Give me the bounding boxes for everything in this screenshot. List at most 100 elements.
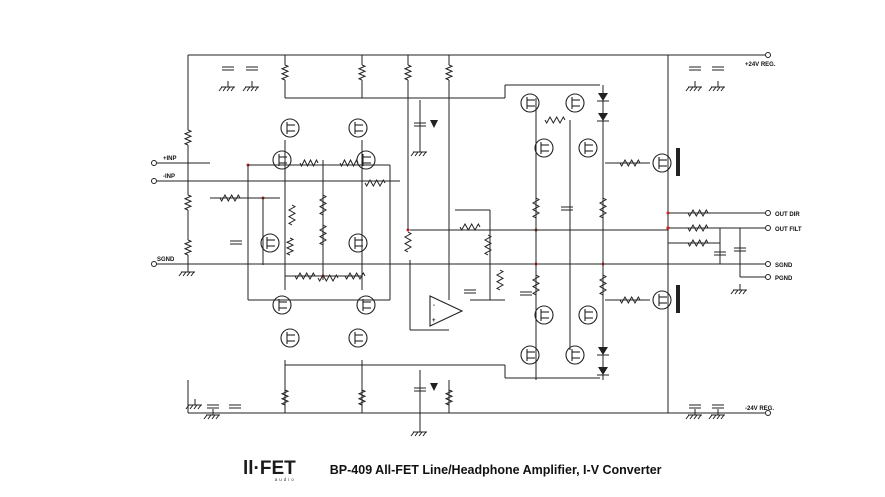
ground-symbol xyxy=(697,414,702,420)
resistor xyxy=(183,129,193,146)
ground-symbol xyxy=(189,404,194,410)
resistor xyxy=(403,231,413,253)
ground-symbol xyxy=(742,289,747,295)
pgnd-label: PGND xyxy=(775,276,793,282)
inp-pos-label: +INP xyxy=(163,156,177,162)
ground-symbol xyxy=(215,414,220,420)
ground-symbol xyxy=(414,431,419,437)
out-dir-terminal[interactable] xyxy=(765,210,771,216)
out-filt-terminal[interactable] xyxy=(765,225,771,231)
heatsink-bottom xyxy=(676,285,680,313)
fet-transistor xyxy=(520,345,540,365)
ground-symbol xyxy=(203,414,208,420)
resistor xyxy=(687,208,709,218)
out-dir-label: OUT DIR xyxy=(775,212,800,218)
fet-transistor xyxy=(356,295,376,315)
inp-neg-terminal[interactable] xyxy=(151,178,157,184)
fet-transistor xyxy=(348,118,368,138)
ground-symbol xyxy=(186,271,191,277)
ground-symbol xyxy=(418,151,423,157)
ground-symbol xyxy=(422,151,427,157)
capacitor-group xyxy=(207,66,746,409)
diagram-title: BP-409 All-FET Line/Headphone Amplifier,… xyxy=(329,463,662,477)
opamp-symbol xyxy=(429,295,464,327)
ground-symbol xyxy=(685,414,690,420)
ground-symbol xyxy=(246,86,251,92)
ground-symbol xyxy=(685,86,690,92)
sgnd-out-terminal[interactable] xyxy=(765,261,771,267)
fet-transistor xyxy=(348,233,368,253)
ground-symbol xyxy=(250,86,255,92)
ground-symbol xyxy=(211,414,216,420)
fet-transistor xyxy=(534,138,554,158)
sgnd-in-terminal[interactable] xyxy=(151,261,157,267)
ground-symbol xyxy=(410,151,415,157)
sgnd-in-label: SGND xyxy=(157,257,175,263)
neg-rail-label: -24V REG. xyxy=(745,406,774,412)
logo-subtext: audio xyxy=(274,476,296,482)
fet-transistor xyxy=(534,305,554,325)
ground-symbol xyxy=(422,431,427,437)
resistor xyxy=(687,223,709,233)
ground-symbol xyxy=(226,86,231,92)
ground-symbol xyxy=(716,86,721,92)
pgnd-terminal[interactable] xyxy=(765,274,771,280)
fet-transistor xyxy=(565,93,585,113)
ground-symbol xyxy=(708,414,713,420)
fet-transistor xyxy=(280,118,300,138)
logo-text: ll·FET xyxy=(243,457,296,479)
fet-transistor xyxy=(652,153,672,173)
inp-pos-terminal[interactable] xyxy=(151,160,157,166)
ground-symbol xyxy=(242,86,247,92)
fet-transistor xyxy=(578,305,598,325)
ground-symbol xyxy=(218,86,223,92)
neg-rail-terminal[interactable] xyxy=(765,410,771,416)
fet-transistor xyxy=(652,290,672,310)
ground-group xyxy=(178,81,747,437)
resistor xyxy=(285,237,295,256)
fet-transistor xyxy=(578,138,598,158)
fet-transistor xyxy=(520,93,540,113)
fet-group xyxy=(246,93,672,365)
ground-symbol xyxy=(185,404,190,410)
resistor xyxy=(287,204,297,226)
resistor xyxy=(280,64,290,81)
ground-symbol xyxy=(689,86,694,92)
fet-transistor xyxy=(260,233,280,253)
svg-text:+: + xyxy=(432,318,436,324)
ground-symbol xyxy=(182,271,187,277)
ground-symbol xyxy=(712,86,717,92)
brand-logo: ll·FET audio xyxy=(243,459,296,482)
out-filt-label: OUT FILT xyxy=(775,227,802,233)
ground-symbol xyxy=(720,86,725,92)
resistor xyxy=(403,64,413,81)
ground-symbol xyxy=(730,289,735,295)
svg-text:-: - xyxy=(433,303,435,309)
resistor xyxy=(495,269,505,291)
fet-transistor xyxy=(356,150,376,170)
junction-dot xyxy=(666,211,670,215)
ground-symbol xyxy=(178,271,183,277)
schematic-diagram: +24V REG. -24V REG. +INP -INP SGND OUT D… xyxy=(151,52,802,437)
led-group xyxy=(430,93,609,391)
pos-rail-terminal[interactable] xyxy=(765,52,771,58)
inp-neg-label: -INP xyxy=(163,174,175,180)
ground-symbol xyxy=(193,404,198,410)
ground-symbol xyxy=(689,414,694,420)
ground-symbol xyxy=(207,414,212,420)
resistor xyxy=(444,64,454,81)
ground-symbol xyxy=(418,431,423,437)
ground-symbol xyxy=(693,86,698,92)
heatsink-top xyxy=(676,148,680,176)
fet-transistor xyxy=(272,150,292,170)
ground-symbol xyxy=(410,431,415,437)
title-block: ll·FET audio BP-409 All-FET Line/Headpho… xyxy=(243,455,662,485)
fet-transistor xyxy=(565,345,585,365)
resistor xyxy=(544,115,566,125)
ground-symbol xyxy=(222,86,227,92)
resistor xyxy=(687,238,709,248)
resistor xyxy=(183,239,193,256)
pos-rail-label: +24V REG. xyxy=(745,62,776,68)
ground-symbol xyxy=(197,404,202,410)
ground-symbol xyxy=(190,271,195,277)
